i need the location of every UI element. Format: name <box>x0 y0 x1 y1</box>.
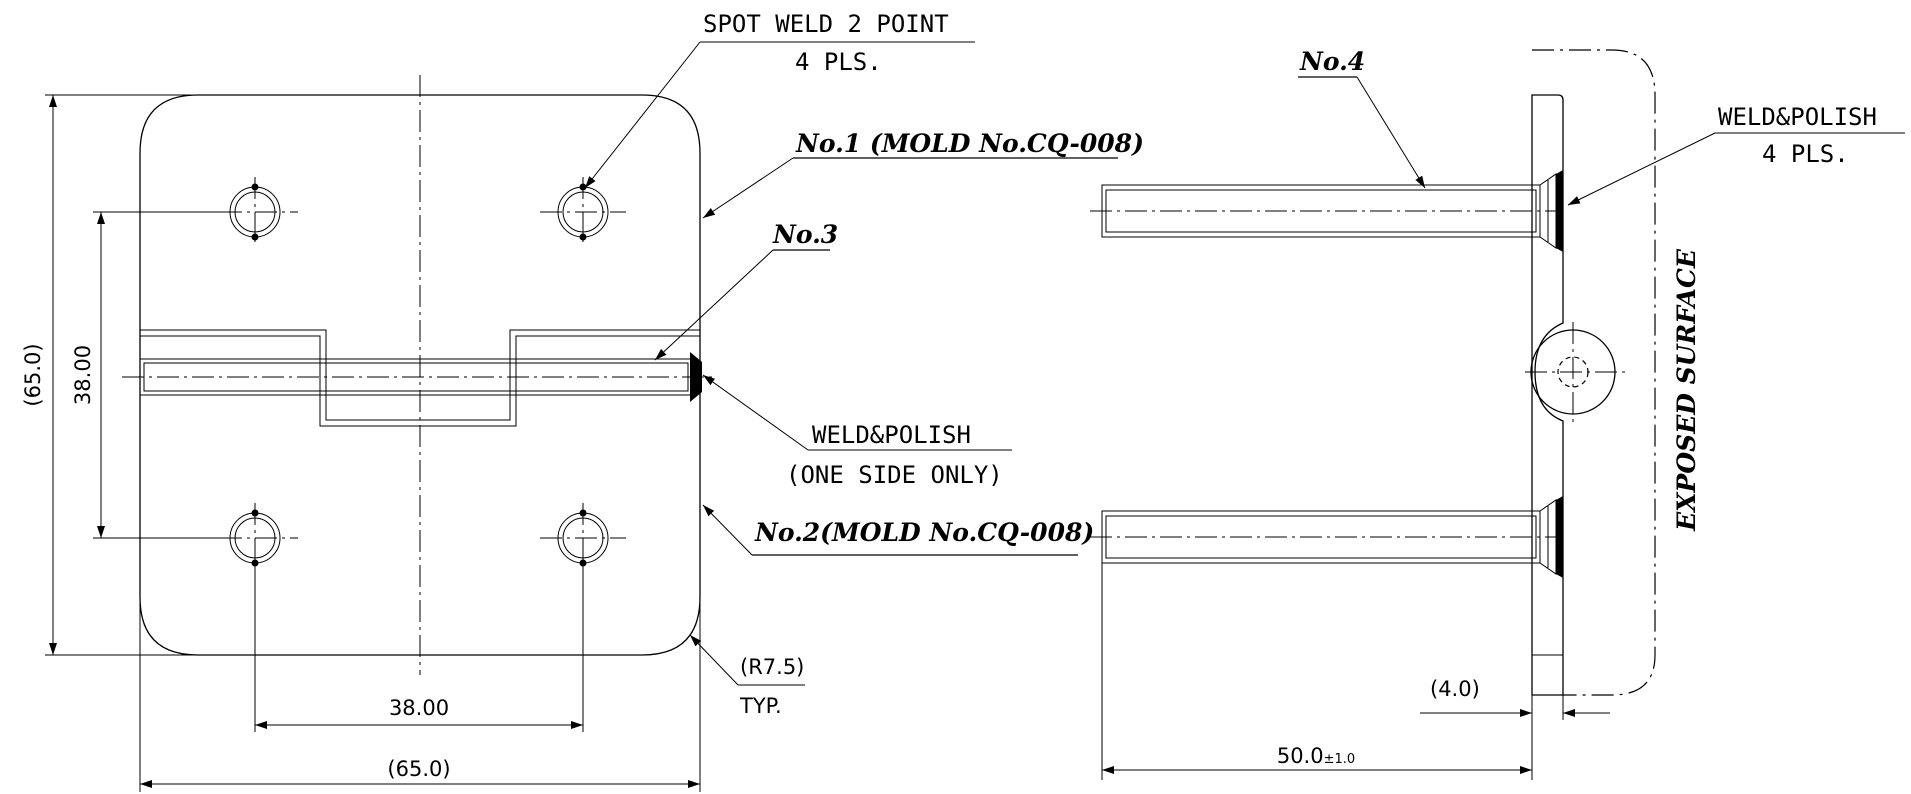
dim-pin-length: 50.0±1.0 <box>1101 563 1533 780</box>
callout-weld-polish-front: WELD&POLISH (ONE SIDE ONLY) <box>702 374 1012 489</box>
radius-line1: (R7.5) <box>740 655 804 679</box>
exposed-surface-outline <box>1532 49 1656 696</box>
mounting-hole-top-left <box>220 177 298 247</box>
callout-radius: (R7.5) TYP. <box>689 634 805 718</box>
part4-label: No.4 <box>1299 47 1365 76</box>
callout-part4: No.4 <box>1298 47 1426 189</box>
hinge-plate-outline <box>139 94 701 656</box>
radius-line2: TYP. <box>739 694 782 718</box>
dim-thickness-label: (4.0) <box>1430 677 1480 701</box>
dim-overall-width: (65.0) <box>139 600 701 792</box>
weld-bead-bottom <box>1556 496 1563 578</box>
weld-polish-front-line1: WELD&POLISH <box>812 421 971 449</box>
weld-polish-side-line2: 4 PLS. <box>1762 140 1849 168</box>
exposed-surface-label: EXPOSED SURFACE <box>1672 248 1701 532</box>
part1-label: No.1 (MOLD No.CQ-008) <box>795 129 1144 158</box>
weld-polish-side-line1: WELD&POLISH <box>1718 103 1877 131</box>
part2-label: No.2(MOLD No.CQ-008) <box>754 518 1094 547</box>
knuckle-outline <box>140 329 700 421</box>
mounting-hole-bottom-left <box>220 503 298 573</box>
part3-label: No.3 <box>772 220 838 249</box>
side-view: No.4 WELD&POLISH 4 PLS. EXPOSED SURFACE … <box>1090 47 1905 780</box>
dim-pin-length-label: 50.0±1.0 <box>1277 744 1355 768</box>
weld-polish-front-line2: (ONE SIDE ONLY) <box>786 461 1003 489</box>
callout-part2: No.2(MOLD No.CQ-008) <box>702 504 1094 556</box>
weld-bead-top <box>1556 170 1563 252</box>
callout-part1: No.1 (MOLD No.CQ-008) <box>702 129 1144 219</box>
dim-overall-width-label: (65.0) <box>387 757 450 781</box>
dim-pin-length-value: 50.0 <box>1277 744 1324 768</box>
dim-hole-horizontal-label: 38.00 <box>389 696 449 720</box>
dim-pin-length-tolerance: ±1.0 <box>1324 752 1356 767</box>
spot-weld-line1: SPOT WELD 2 POINT <box>703 10 949 38</box>
dim-hole-vertical-label: 38.00 <box>71 345 95 405</box>
spot-weld-line2: 4 PLS. <box>795 48 882 76</box>
mounting-hole-top-right <box>540 177 626 247</box>
callout-part3: No.3 <box>654 220 838 361</box>
screw-top <box>1090 170 1563 252</box>
dim-hole-vertical: 38.00 <box>71 211 228 539</box>
mounting-hole-bottom-right <box>540 503 626 573</box>
front-view: (65.0) 38.00 38.00 (65.0) SPOT WELD 2 <box>21 10 1144 792</box>
screw-bottom <box>1090 496 1563 578</box>
callout-weld-polish-side: WELD&POLISH 4 PLS. <box>1567 103 1905 206</box>
dim-hole-horizontal: 38.00 <box>254 565 584 732</box>
callout-spot-weld: SPOT WELD 2 POINT 4 PLS. <box>584 10 975 189</box>
dim-overall-height-label: (65.0) <box>21 343 45 406</box>
dim-thickness: (4.0) <box>1420 677 1610 770</box>
dim-overall-height: (65.0) <box>21 94 198 656</box>
